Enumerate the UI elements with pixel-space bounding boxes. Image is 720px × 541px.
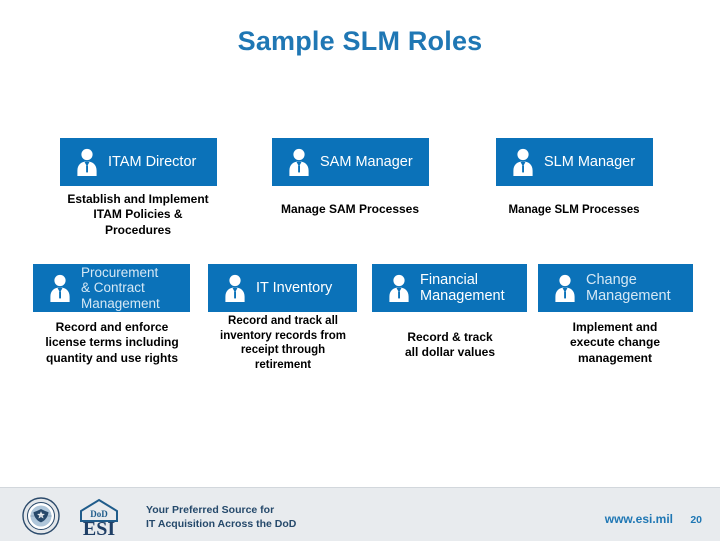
role-label-it-inventory: IT Inventory bbox=[256, 279, 333, 296]
role-label-change-management: Change Management bbox=[586, 271, 671, 304]
role-box-slm-manager[interactable]: SLM Manager bbox=[496, 138, 653, 186]
role-caption-procurement-contract-management: Record and enforce license terms includi… bbox=[45, 320, 179, 365]
role-caption-sam-manager: Manage SAM Processes bbox=[280, 202, 420, 216]
person-info-icon bbox=[289, 148, 309, 176]
footer-url[interactable]: www.esi.mil bbox=[604, 512, 673, 526]
footer-band bbox=[0, 487, 720, 541]
person-info-icon bbox=[555, 274, 575, 302]
role-caption-change-management: Implement and execute change management bbox=[569, 320, 661, 365]
dod-esi-logo: DoD ESI bbox=[80, 498, 118, 537]
esi-logo-esi-text: ESI bbox=[83, 518, 115, 537]
esi-tagline: Your Preferred Source for IT Acquisition… bbox=[146, 504, 297, 531]
page-title: Sample SLM Roles bbox=[237, 26, 483, 56]
footer-page-number: 20 bbox=[690, 514, 702, 526]
role-caption-it-inventory: Record and track all inventory records f… bbox=[220, 315, 346, 372]
role-box-it-inventory[interactable]: IT Inventory bbox=[208, 264, 357, 312]
role-box-change-management[interactable]: Change Management bbox=[538, 264, 693, 312]
person-info-icon bbox=[513, 148, 533, 176]
role-box-sam-manager[interactable]: SAM Manager bbox=[272, 138, 429, 186]
esi-logo-dod-text: DoD bbox=[90, 509, 108, 519]
person-info-icon bbox=[389, 274, 409, 302]
role-label-financial-management: Financial Management bbox=[420, 271, 505, 304]
dod-seal-icon bbox=[22, 497, 60, 535]
role-caption-slm-manager: Manage SLM Processes bbox=[508, 204, 640, 216]
role-label-slm-manager: SLM Manager bbox=[544, 153, 636, 170]
person-info-icon bbox=[50, 274, 70, 302]
role-label-itam-director: ITAM Director bbox=[108, 153, 197, 170]
role-caption-itam-director: Establish and Implement ITAM Policies & … bbox=[67, 192, 209, 237]
role-label-sam-manager: SAM Manager bbox=[320, 153, 413, 170]
role-box-financial-management[interactable]: Financial Management bbox=[372, 264, 527, 312]
person-info-icon bbox=[77, 148, 97, 176]
role-box-itam-director[interactable]: ITAM Director bbox=[60, 138, 217, 186]
role-label-procurement-contract-management: Procurement & Contract Management bbox=[81, 265, 160, 311]
person-info-icon bbox=[225, 274, 245, 302]
role-caption-financial-management: Record & track all dollar values bbox=[404, 330, 496, 360]
role-box-procurement-contract-management[interactable]: Procurement & Contract Management bbox=[33, 264, 190, 312]
